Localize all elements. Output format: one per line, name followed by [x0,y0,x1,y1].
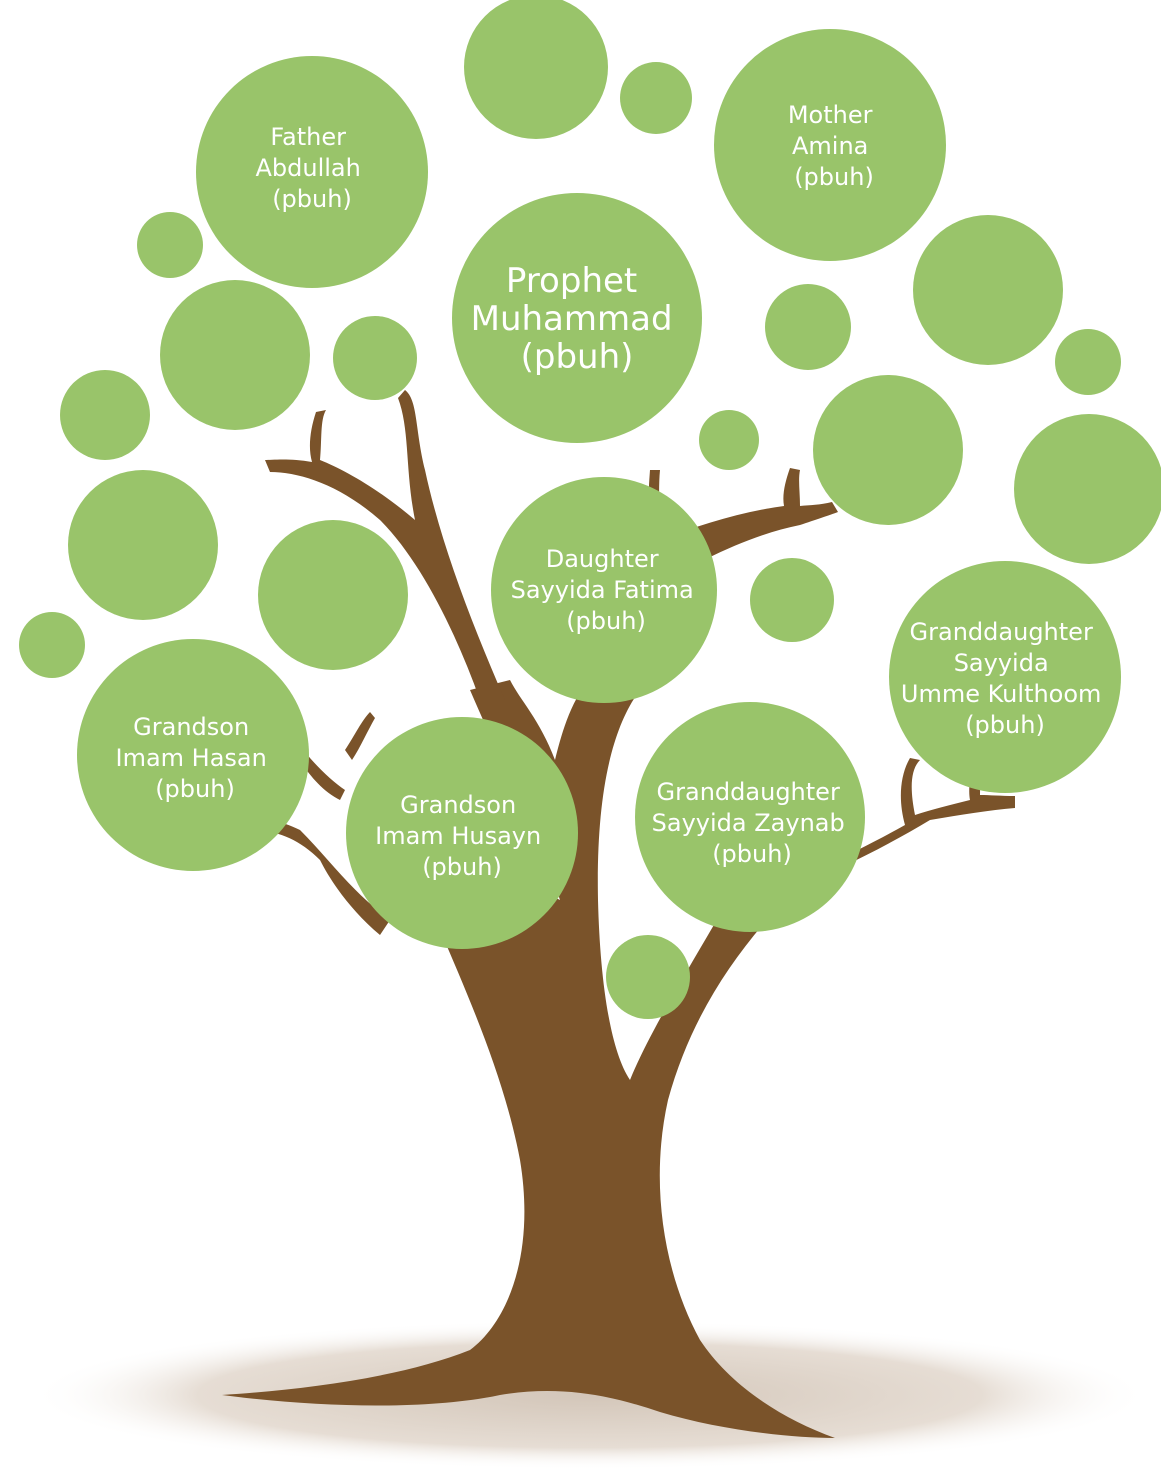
leaf-circle [464,0,608,139]
svg-text:Father Abdullah (p: Father Abdullah (pbuh) [256,123,369,213]
svg-text:Granddaughter Sayyida: Granddaughter Sayyida Umme Kulthoom (pbu… [901,618,1109,739]
leaf-circle [160,280,310,430]
leaf-circle [813,375,963,525]
node-line: Prophet [506,261,637,301]
node-prophet: Prophet Muhammad (pbuh) [452,193,702,443]
node-line: Sayyida [954,649,1049,677]
node-circle [196,56,428,288]
node-line: (pbuh) [272,185,352,213]
node-line: Mother [788,101,873,129]
node-line: Amina [792,132,868,160]
leaf-circle [1055,329,1121,395]
node-grandson-hasan: Grandson Imam Hasan (pbuh) [77,639,309,871]
svg-text:Granddaughter Sayyida Za: Granddaughter Sayyida Zaynab (pbuh) [652,778,853,868]
svg-text:Grandson Imam Husayn: Grandson Imam Husayn (pbuh) [375,791,549,881]
node-line: Abdullah [256,154,361,182]
node-line: Grandson [400,791,516,819]
node-circle [635,702,865,932]
leaf-circle [606,935,690,1019]
node-line: Umme Kulthoom [901,680,1102,708]
node-granddaughter-kulthoom: Granddaughter Sayyida Umme Kulthoom (pbu… [889,561,1121,793]
node-line: (pbuh) [712,840,792,868]
leaf-circle [333,316,417,400]
leaf-circle [60,370,150,460]
node-line: (pbuh) [566,607,646,635]
leaf-circle [19,612,85,678]
ground-shadow [30,1320,1150,1470]
node-line: Granddaughter [910,618,1093,646]
leaf-circle [765,284,851,370]
node-line: Grandson [133,713,249,741]
node-line: (pbuh) [521,337,634,377]
node-line: (pbuh) [794,163,874,191]
node-line: (pbuh) [155,775,235,803]
node-line: (pbuh) [422,853,502,881]
node-circle [77,639,309,871]
node-circle [714,29,946,261]
node-circle [452,193,702,443]
node-line: Daughter [546,545,659,573]
leaf-circle [913,215,1063,365]
node-granddaughter-zaynab: Granddaughter Sayyida Zaynab (pbuh) [635,702,865,932]
node-line: Imam Hasan [116,744,267,772]
svg-text:Grandson Imam Hasan: Grandson Imam Hasan (pbuh) [116,713,275,803]
leaf-circle [1014,414,1161,564]
leaf-circle [68,470,218,620]
node-line: Sayyida Fatima [511,576,694,604]
node-circle [346,717,578,949]
node-line: Sayyida Zaynab [652,809,845,837]
leaf-circle [620,62,692,134]
node-grandson-husayn: Grandson Imam Husayn (pbuh) [346,717,578,949]
node-circle [889,561,1121,793]
node-line: Father [270,123,346,151]
decorative-leaves [19,0,1161,1019]
node-daughter: Daughter Sayyida Fatima (pbuh) [491,477,717,703]
leaf-circle [137,212,203,278]
node-line: Muhammad [471,299,673,339]
node-line: Imam Husayn [375,822,541,850]
leaf-circle [750,558,834,642]
svg-text:Mother Amina (pbuh: Mother Amina (pbuh) [788,101,880,191]
svg-text:Daughter Sayyida Fatima: Daughter Sayyida Fatima (pbuh) [511,545,702,635]
leaf-circle [258,520,408,670]
leaf-circle [699,410,759,470]
node-father: Father Abdullah (pbuh) [196,56,428,288]
node-line: Granddaughter [657,778,840,806]
node-circle [491,477,717,703]
node-mother: Mother Amina (pbuh) [714,29,946,261]
svg-text:Prophet Muhammad (: Prophet Muhammad (pbuh) [471,261,684,377]
node-line: (pbuh) [965,711,1045,739]
